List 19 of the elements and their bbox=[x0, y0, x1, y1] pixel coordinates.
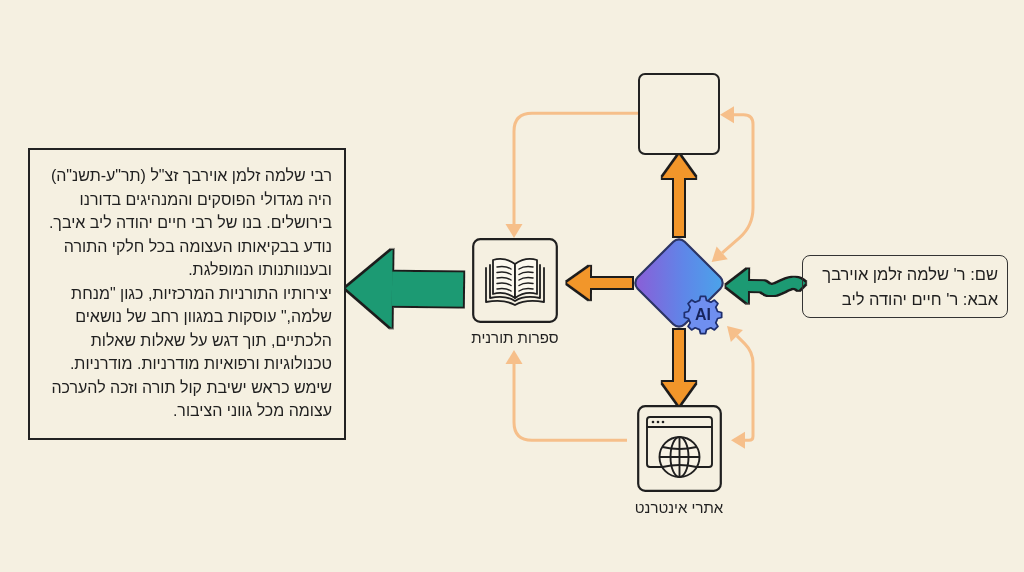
wavy-block-arrow bbox=[726, 269, 805, 304]
empty-box bbox=[638, 73, 720, 155]
block-arrow bbox=[662, 155, 696, 236]
block-arrow bbox=[662, 330, 696, 405]
node-label: ספרות תורנית bbox=[471, 328, 559, 348]
block-arrow bbox=[346, 249, 464, 328]
arrow bbox=[505, 111, 638, 238]
block-arrow bbox=[567, 266, 632, 300]
node-text: אבא: ר' חיים יהודה ליב bbox=[841, 288, 998, 310]
node-text: שם: ר' שלמה זלמן אוירבך bbox=[822, 263, 998, 285]
paragraph: יצירותיו התורניות המרכזיות, כגון "מנחת שלמה," עוסקות במגוון רחב של נושאים הלכתיים, תוך דגש על שאלות שאלות טכנולוגיות ורפואיות מודרניות. מודרניות. שימש כראש ישיבת קול תורה וזכה להערכה עצומה מכל גווני הציבור. bbox=[50, 283, 332, 421]
node-label: AI bbox=[695, 307, 711, 323]
arrow bbox=[711, 106, 755, 262]
arrow bbox=[505, 350, 627, 442]
info-card bbox=[802, 255, 1008, 318]
node-label: אתרי אינטרנט bbox=[634, 498, 724, 518]
text-panel bbox=[28, 148, 346, 440]
arrow bbox=[727, 326, 755, 449]
paragraph: רבי שלמה זלמן אוירבך זצ"ל (תר"ע-תשנ"ה) היה מגדולי הפוסקים והמנהיגים בדורנו בירושלים. בנו של רבי חיים יהודה ליב איבך. נודע בבקיאותו העצומה בכל חלקי התורה ובענוותנותו המופלגת. bbox=[47, 166, 332, 280]
